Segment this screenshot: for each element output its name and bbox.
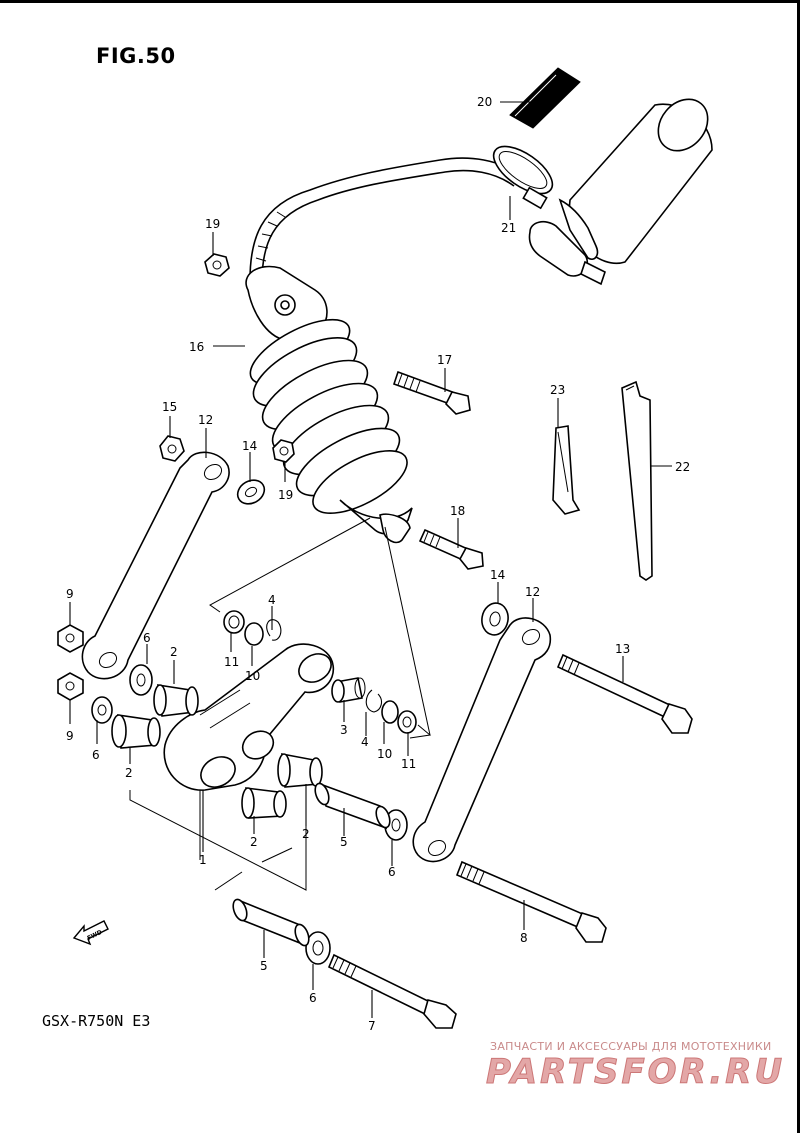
nut-19-lower[interactable] <box>272 439 295 463</box>
group-outline-upper <box>209 517 432 739</box>
callout-6c: 6 <box>388 865 396 879</box>
cable-tie[interactable] <box>621 380 653 581</box>
callout-13: 13 <box>615 642 630 656</box>
bearing-2b[interactable] <box>111 714 161 749</box>
callout-14-left: 14 <box>242 439 257 453</box>
seal-11-right[interactable] <box>397 710 417 734</box>
callout-21: 21 <box>501 221 516 235</box>
callout-2a: 2 <box>170 645 178 659</box>
callout-5-upper: 5 <box>340 835 348 849</box>
circlip-4-left[interactable] <box>266 619 282 641</box>
callout-16: 16 <box>189 340 204 354</box>
callout-19-upper: 19 <box>205 217 220 231</box>
nut-9-lower[interactable] <box>57 672 84 701</box>
callout-15: 15 <box>162 400 177 414</box>
callout-9-upper: 9 <box>66 587 74 601</box>
washer-14-left[interactable] <box>233 475 268 508</box>
washer-6d[interactable] <box>305 931 331 965</box>
figure-title: FIG.50 <box>96 44 176 68</box>
callout-17: 17 <box>437 353 452 367</box>
callout-18: 18 <box>450 504 465 518</box>
callout-14-right: 14 <box>490 568 505 582</box>
nut-19-upper[interactable] <box>204 253 230 277</box>
cushion-lever[interactable] <box>163 643 336 793</box>
frame-right-border <box>797 0 800 1133</box>
callout-19-lower: 19 <box>278 488 293 502</box>
reservoir-hose <box>249 157 521 283</box>
callout-20: 20 <box>477 95 492 109</box>
bolt-8[interactable] <box>455 860 607 943</box>
bearing-2a[interactable] <box>153 684 199 717</box>
seal-11-left[interactable] <box>223 610 245 634</box>
callout-4-left: 4 <box>268 593 276 607</box>
spacer-3[interactable] <box>331 677 366 703</box>
callout-2b: 2 <box>125 766 133 780</box>
frame-top-border <box>0 0 800 3</box>
callout-9-lower: 9 <box>66 729 74 743</box>
callout-6a: 6 <box>143 631 151 645</box>
spacer-5-upper[interactable] <box>313 782 393 830</box>
nut-9-upper[interactable] <box>57 624 84 653</box>
callout-5-lower: 5 <box>260 959 268 973</box>
callout-22: 22 <box>675 460 690 474</box>
nut-15[interactable] <box>159 435 185 462</box>
watermark-tagline: ЗАПЧАСТИ И АКСЕССУАРЫ ДЛЯ МОТОТЕХНИКИ <box>490 1040 772 1053</box>
bolt-7[interactable] <box>327 953 457 1029</box>
callout-1: 1 <box>199 853 207 867</box>
bolt-13[interactable] <box>556 653 693 734</box>
callout-4-right: 4 <box>361 735 369 749</box>
bearing-2c[interactable] <box>277 753 323 788</box>
callout-11-right: 11 <box>401 757 416 771</box>
callout-6b: 6 <box>92 748 100 762</box>
leader-lines <box>69 101 672 1018</box>
tie-rod-left[interactable] <box>81 451 230 680</box>
callout-12-right: 12 <box>525 585 540 599</box>
callout-labels: 20 21 19 16 17 15 12 14 19 23 22 18 14 1… <box>66 95 690 1033</box>
callout-23: 23 <box>550 383 565 397</box>
callout-8: 8 <box>520 931 528 945</box>
washer-14-right[interactable] <box>479 601 510 637</box>
watermark-logo[interactable]: PARTSFOR.RU <box>485 1052 786 1093</box>
shock-lower-bolt[interactable] <box>418 528 484 570</box>
callout-6d: 6 <box>309 991 317 1005</box>
group-outline-lower <box>129 790 307 891</box>
bearing-2d[interactable] <box>241 787 287 819</box>
tie-rod-right[interactable] <box>412 617 552 863</box>
callout-10-left: 10 <box>245 669 260 683</box>
callout-2d: 2 <box>302 827 310 841</box>
callout-2c: 2 <box>250 835 258 849</box>
shock-upper-bolt[interactable] <box>392 370 471 415</box>
callout-11-left: 11 <box>224 655 239 669</box>
fwd-arrow-icon: FWD <box>72 920 109 946</box>
callout-10-right: 10 <box>377 747 392 761</box>
rear-shock-absorber[interactable] <box>241 265 416 544</box>
callout-3: 3 <box>340 723 348 737</box>
washer-6b[interactable] <box>91 696 113 724</box>
seal-10-right[interactable] <box>381 700 399 724</box>
circlip-4-right[interactable] <box>365 689 383 713</box>
callout-7: 7 <box>368 1019 376 1033</box>
hose-clip[interactable] <box>552 425 581 515</box>
reservoir-band-rubber[interactable] <box>509 67 581 129</box>
callout-12-left: 12 <box>198 413 213 427</box>
seal-10-left[interactable] <box>244 622 264 646</box>
washer-6a[interactable] <box>129 664 153 696</box>
reservoir-tank[interactable] <box>528 89 717 286</box>
spacer-5-lower[interactable] <box>231 898 312 948</box>
reservoir-band-clamp[interactable] <box>486 137 560 210</box>
model-code: GSX-R750N E3 <box>42 1012 151 1030</box>
